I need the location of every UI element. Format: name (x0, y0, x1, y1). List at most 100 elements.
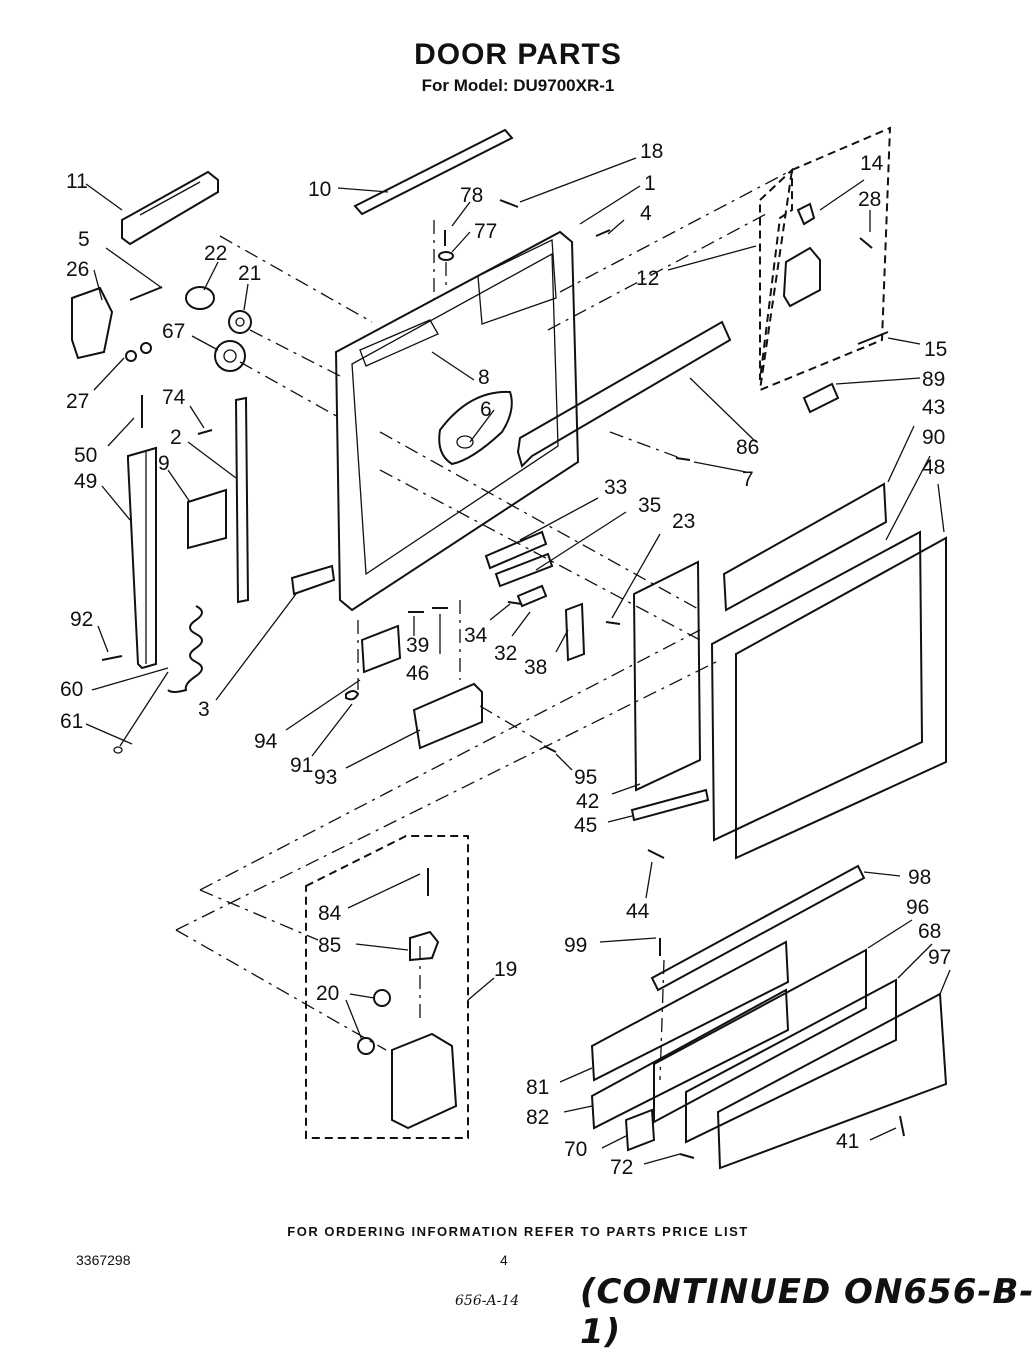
callout-68: 68 (918, 920, 941, 943)
part-97-trim (716, 992, 948, 1170)
callout-21: 21 (238, 262, 261, 285)
callout-23: 23 (672, 510, 695, 533)
part-41-screw (899, 1115, 905, 1137)
callout-91: 91 (290, 754, 313, 777)
callout-27: 27 (66, 390, 89, 413)
part-21-gear (228, 310, 252, 334)
callout-60: 60 (60, 678, 83, 701)
callout-26: 26 (66, 258, 89, 281)
part-60-spring (167, 605, 203, 693)
part-94-block (360, 624, 402, 674)
callout-4: 4 (640, 202, 652, 225)
part-68-panel (685, 978, 897, 1144)
part-48-outer-panel (735, 536, 947, 860)
callout-50: 50 (74, 444, 97, 467)
part-19-group-box (305, 835, 469, 1139)
page-number: 4 (500, 1252, 508, 1268)
callout-1: 1 (644, 172, 656, 195)
part-34-screw (507, 601, 523, 605)
part-72-screw (679, 1153, 695, 1159)
part-9-plate (187, 488, 227, 550)
callout-86: 86 (736, 436, 759, 459)
part-42-panel (632, 560, 702, 792)
part-drawings (71, 126, 948, 1170)
part-18-screw (499, 199, 519, 208)
page-title: DOOR PARTS (414, 38, 622, 71)
callout-33: 33 (604, 476, 627, 499)
callout-42: 42 (576, 790, 599, 813)
callout-48: 48 (922, 456, 945, 479)
callout-38: 38 (524, 656, 547, 679)
ordering-note: FOR ORDERING INFORMATION REFER TO PARTS … (287, 1224, 749, 1239)
callout-44: 44 (626, 900, 650, 923)
callout-9: 9 (158, 452, 170, 475)
part-44-screw (647, 849, 665, 859)
document-number: 3367298 (76, 1252, 131, 1268)
part-20-washer-lower (357, 1037, 375, 1055)
part-92-screw (101, 655, 123, 661)
part-98-strip (650, 864, 866, 992)
handwritten-reference: 656-A-14 (455, 1293, 520, 1309)
callout-46: 46 (406, 662, 429, 685)
part-85-switch (409, 930, 440, 962)
part-96-panel (653, 948, 867, 1124)
part-11-handle (121, 170, 219, 246)
callout-19: 19 (494, 958, 517, 981)
callout-22: 22 (204, 242, 227, 265)
callout-89: 89 (922, 368, 945, 391)
callout-34: 34 (464, 624, 488, 647)
part-90-panel (710, 530, 924, 842)
callout-99: 99 (564, 934, 587, 957)
callout-90: 90 (922, 426, 945, 449)
part-28-screw (859, 237, 873, 249)
callout-12: 12 (636, 267, 659, 290)
part-81-panel (590, 940, 790, 1082)
callout-96: 96 (906, 896, 929, 919)
callout-labels: 11 10 18 1 78 4 77 12 14 28 15 89 43 90 … (60, 140, 951, 1179)
callout-78: 78 (460, 184, 483, 207)
callout-97: 97 (928, 946, 951, 969)
part-22-knob (185, 286, 215, 310)
callout-85: 85 (318, 934, 341, 957)
callout-94: 94 (254, 730, 278, 753)
callout-49: 49 (74, 470, 97, 493)
part-32-bracket (516, 584, 548, 608)
part-61-cable (119, 671, 169, 747)
callout-5: 5 (78, 228, 90, 251)
part-82-panel (590, 988, 790, 1130)
callout-45: 45 (574, 814, 597, 837)
callout-39: 39 (406, 634, 429, 657)
part-70-bracket (624, 1108, 656, 1152)
callout-8: 8 (478, 366, 490, 389)
part-6-dispenser (438, 390, 513, 466)
part-33-bracket (484, 530, 548, 570)
callout-67: 67 (162, 320, 185, 343)
callout-7: 7 (742, 468, 754, 491)
part-7-screw (675, 457, 691, 461)
part-49-channel (127, 446, 157, 670)
part-23-screw (605, 621, 621, 625)
callout-81: 81 (526, 1076, 549, 1099)
part-4-screw (595, 229, 611, 237)
part-91-clip (345, 690, 360, 701)
callout-3: 3 (198, 698, 210, 721)
callout-98: 98 (908, 866, 931, 889)
callout-14: 14 (860, 152, 884, 175)
callout-41: 41 (836, 1130, 859, 1153)
part-19-latch-body (391, 1032, 458, 1130)
part-93-bracket (412, 682, 483, 750)
callout-70: 70 (564, 1138, 587, 1161)
callout-20: 20 (316, 982, 339, 1005)
part-86-rail (516, 320, 732, 468)
callout-6: 6 (480, 398, 492, 421)
callout-61: 61 (60, 710, 83, 733)
part-10-strip (353, 128, 514, 216)
part-1-door-frame (334, 230, 580, 612)
callout-32: 32 (494, 642, 517, 665)
part-5-pin (129, 286, 163, 301)
part-89-bracket (802, 382, 840, 414)
callout-92: 92 (70, 608, 93, 631)
model-subtitle: For Model: DU9700XR-1 (421, 76, 615, 95)
callout-18: 18 (640, 140, 663, 163)
part-43-panel (722, 482, 888, 612)
